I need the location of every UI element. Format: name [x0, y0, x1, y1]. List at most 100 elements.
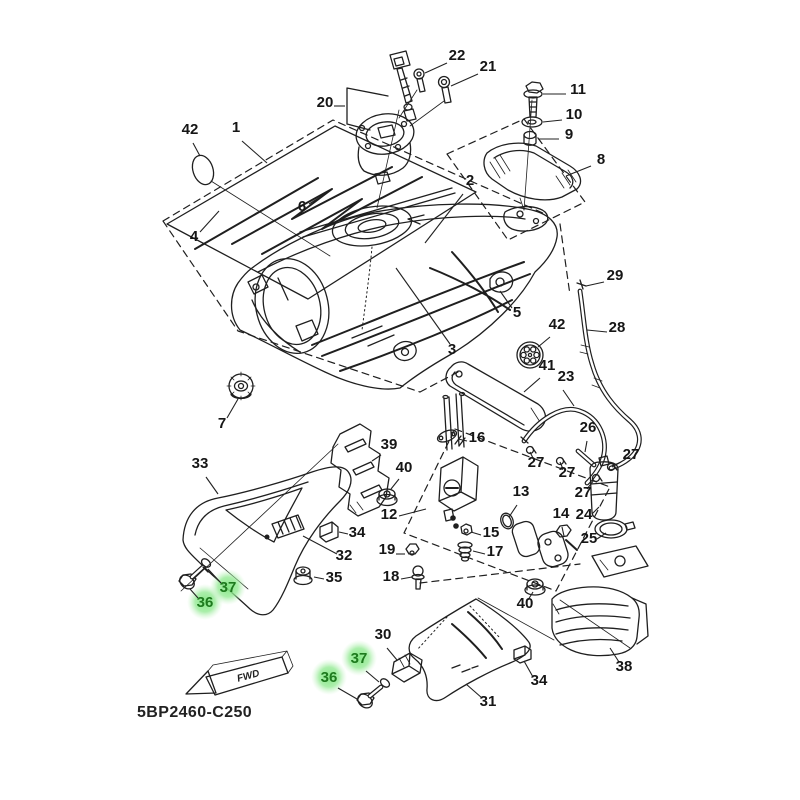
leader-line-10-9 [542, 119, 563, 123]
part-label-15-14: 15 [483, 524, 500, 541]
part-label-1-0: 1 [232, 119, 240, 136]
leader-line-14-13 [561, 526, 565, 537]
leader-line-30-32 [386, 647, 398, 661]
leader-line-7-6 [226, 398, 239, 419]
leader-line-26-25 [584, 440, 588, 453]
part-label-37-40: 37 [220, 579, 237, 596]
part-label-22-21: 22 [449, 47, 466, 64]
leader-line-39-44 [371, 454, 382, 462]
diagram-code: 5BP2460-C250 [137, 704, 252, 721]
part-label-16-15: 16 [469, 429, 486, 446]
part-label-5-4: 5 [513, 304, 521, 321]
part-label-34-36: 34 [349, 524, 366, 541]
leader-line-5-4 [499, 290, 513, 309]
leader-line-38-43 [609, 647, 620, 663]
part-label-26-25: 26 [580, 419, 597, 436]
part-label-33-35: 33 [192, 455, 209, 472]
leader-line-8-7 [565, 165, 592, 177]
part-label-6-5: 6 [298, 198, 306, 215]
part-label-34-37: 34 [531, 672, 548, 689]
part-label-38-43: 38 [616, 658, 633, 675]
mount-fastener-art [521, 81, 544, 211]
part-label-23-22: 23 [558, 368, 575, 385]
part-label-12-11: 12 [381, 506, 398, 523]
part-label-27-27: 27 [559, 464, 576, 481]
leader-line-35-38 [313, 576, 325, 580]
leader-line-17-16 [472, 550, 486, 555]
leader-line-28-30 [586, 329, 608, 333]
breather-hose-art [576, 279, 642, 471]
part-label-28-30: 28 [609, 319, 626, 336]
highlight-circle [210, 569, 246, 605]
leader-line-41-47 [523, 377, 541, 393]
leader-line-12-11 [398, 508, 427, 517]
leader-line-27-29 [611, 461, 622, 468]
emblem-oval-art [191, 154, 215, 186]
bottom-cover-art [356, 598, 532, 709]
part-label-42-49: 42 [549, 316, 566, 333]
part-label-41-47: 41 [539, 357, 556, 374]
leader-line-3-2 [395, 267, 451, 345]
leader-line-37-42 [365, 670, 380, 683]
leader-line-37-40 [207, 568, 222, 584]
leader-line-15-14 [470, 531, 482, 536]
part-label-27-29: 27 [623, 446, 640, 463]
part-label-3-2: 3 [448, 341, 456, 358]
leader-line-18-17 [400, 576, 413, 580]
leader-line-36-41 [337, 687, 358, 700]
labels-layer: 1234567891011121314151617181920212223242… [182, 47, 640, 710]
part-label-19-18: 19 [379, 541, 396, 558]
part-label-40-46: 40 [517, 595, 534, 612]
leader-line-40-46 [527, 591, 534, 601]
grille-art [477, 578, 649, 657]
leader-line-27-28 [586, 479, 595, 490]
part-label-40-45: 40 [396, 459, 413, 476]
part-label-2-1: 2 [466, 172, 474, 189]
part-label-10-9: 10 [566, 106, 583, 123]
dashed-group-boxes [162, 118, 611, 592]
part-label-30-32: 30 [375, 626, 392, 643]
leader-line-33-35 [205, 476, 219, 495]
leader-line-13-12 [508, 504, 518, 518]
hose-clips-art [454, 435, 618, 483]
leader-line-27-26 [529, 451, 534, 459]
part-label-14-13: 14 [553, 505, 570, 522]
leader-line-31-33 [465, 683, 483, 699]
leader-line-25-24 [596, 532, 607, 540]
leader-line-24-23 [591, 506, 600, 515]
fuel-tank-art [230, 203, 558, 390]
part-label-17-16: 17 [487, 543, 504, 560]
part-label-8-7: 8 [597, 151, 605, 168]
part-label-36-39: 36 [197, 594, 214, 611]
part-label-31-33: 31 [480, 693, 497, 710]
bolt-36-left-art [178, 558, 212, 590]
fuel-hose-art [520, 407, 607, 486]
part-label-20-19: 20 [317, 94, 334, 111]
part-label-27-26: 27 [528, 454, 545, 471]
leader-line-1-0 [241, 140, 268, 164]
leader-line-6-5 [308, 195, 323, 205]
part-label-35-38: 35 [326, 569, 343, 586]
fuel-filter-art [589, 455, 649, 578]
trim-strip-art [445, 361, 547, 432]
part-label-32-34: 32 [336, 547, 353, 564]
leader-line-34-37 [523, 660, 534, 678]
leader-line-42-48 [192, 142, 201, 157]
bracket-39-art [330, 423, 398, 517]
rosette-emblem-art [516, 341, 544, 369]
part-label-21-20: 21 [480, 58, 497, 75]
leader-line-27-27 [559, 461, 564, 470]
part-label-7-6: 7 [218, 415, 226, 432]
part-label-4-3: 4 [190, 228, 199, 245]
leader-line-2-1 [424, 193, 464, 244]
rear-bracket-art [483, 142, 582, 211]
leader-line-40-45 [390, 478, 400, 490]
fwd-arrow-icon: FWD [185, 650, 294, 696]
part-label-37-42: 37 [351, 650, 368, 667]
part-label-42-48: 42 [182, 121, 199, 138]
petcock-art [405, 391, 578, 590]
leader-line-34-36 [338, 531, 349, 535]
part-label-18-17: 18 [383, 568, 400, 585]
